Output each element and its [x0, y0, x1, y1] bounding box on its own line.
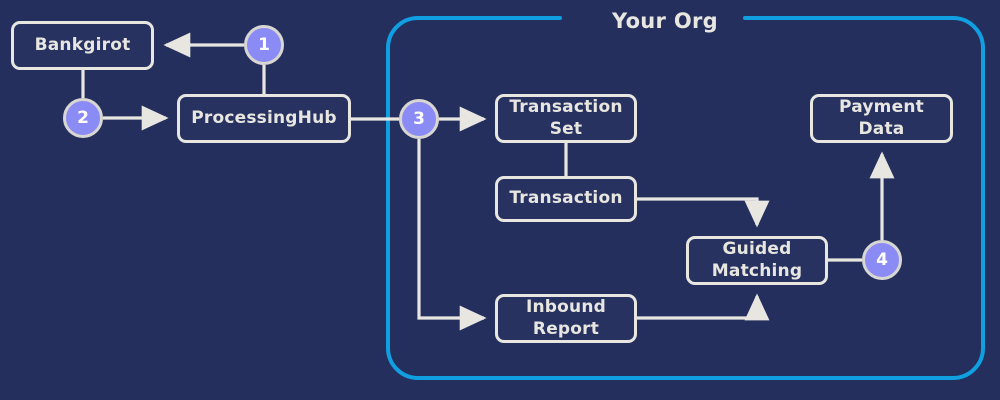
node-processing-hub[interactable]: ProcessingHub: [177, 94, 351, 143]
node-bankgirot[interactable]: Bankgirot: [11, 21, 154, 70]
org-boundary-label: Your Org: [600, 9, 730, 33]
edge-transaction-to-guided-matching: [637, 197, 770, 228]
org-boundary-path: [386, 16, 985, 380]
node-transaction[interactable]: Transaction: [495, 176, 637, 222]
node-payment-data[interactable]: Payment Data: [810, 94, 953, 143]
edge-step3-to-inbound-report: [417, 139, 487, 331]
edge-inbound-report-to-guided-matching: [637, 293, 770, 321]
step-badge-1[interactable]: 1: [244, 25, 284, 65]
node-inbound-report[interactable]: Inbound Report: [495, 294, 637, 343]
step-badge-4[interactable]: 4: [862, 240, 902, 280]
node-transaction-set[interactable]: Transaction Set: [495, 94, 637, 143]
step-badge-2[interactable]: 2: [63, 98, 103, 138]
step-badge-3[interactable]: 3: [399, 99, 439, 139]
node-guided-matching[interactable]: Guided Matching: [686, 236, 828, 285]
